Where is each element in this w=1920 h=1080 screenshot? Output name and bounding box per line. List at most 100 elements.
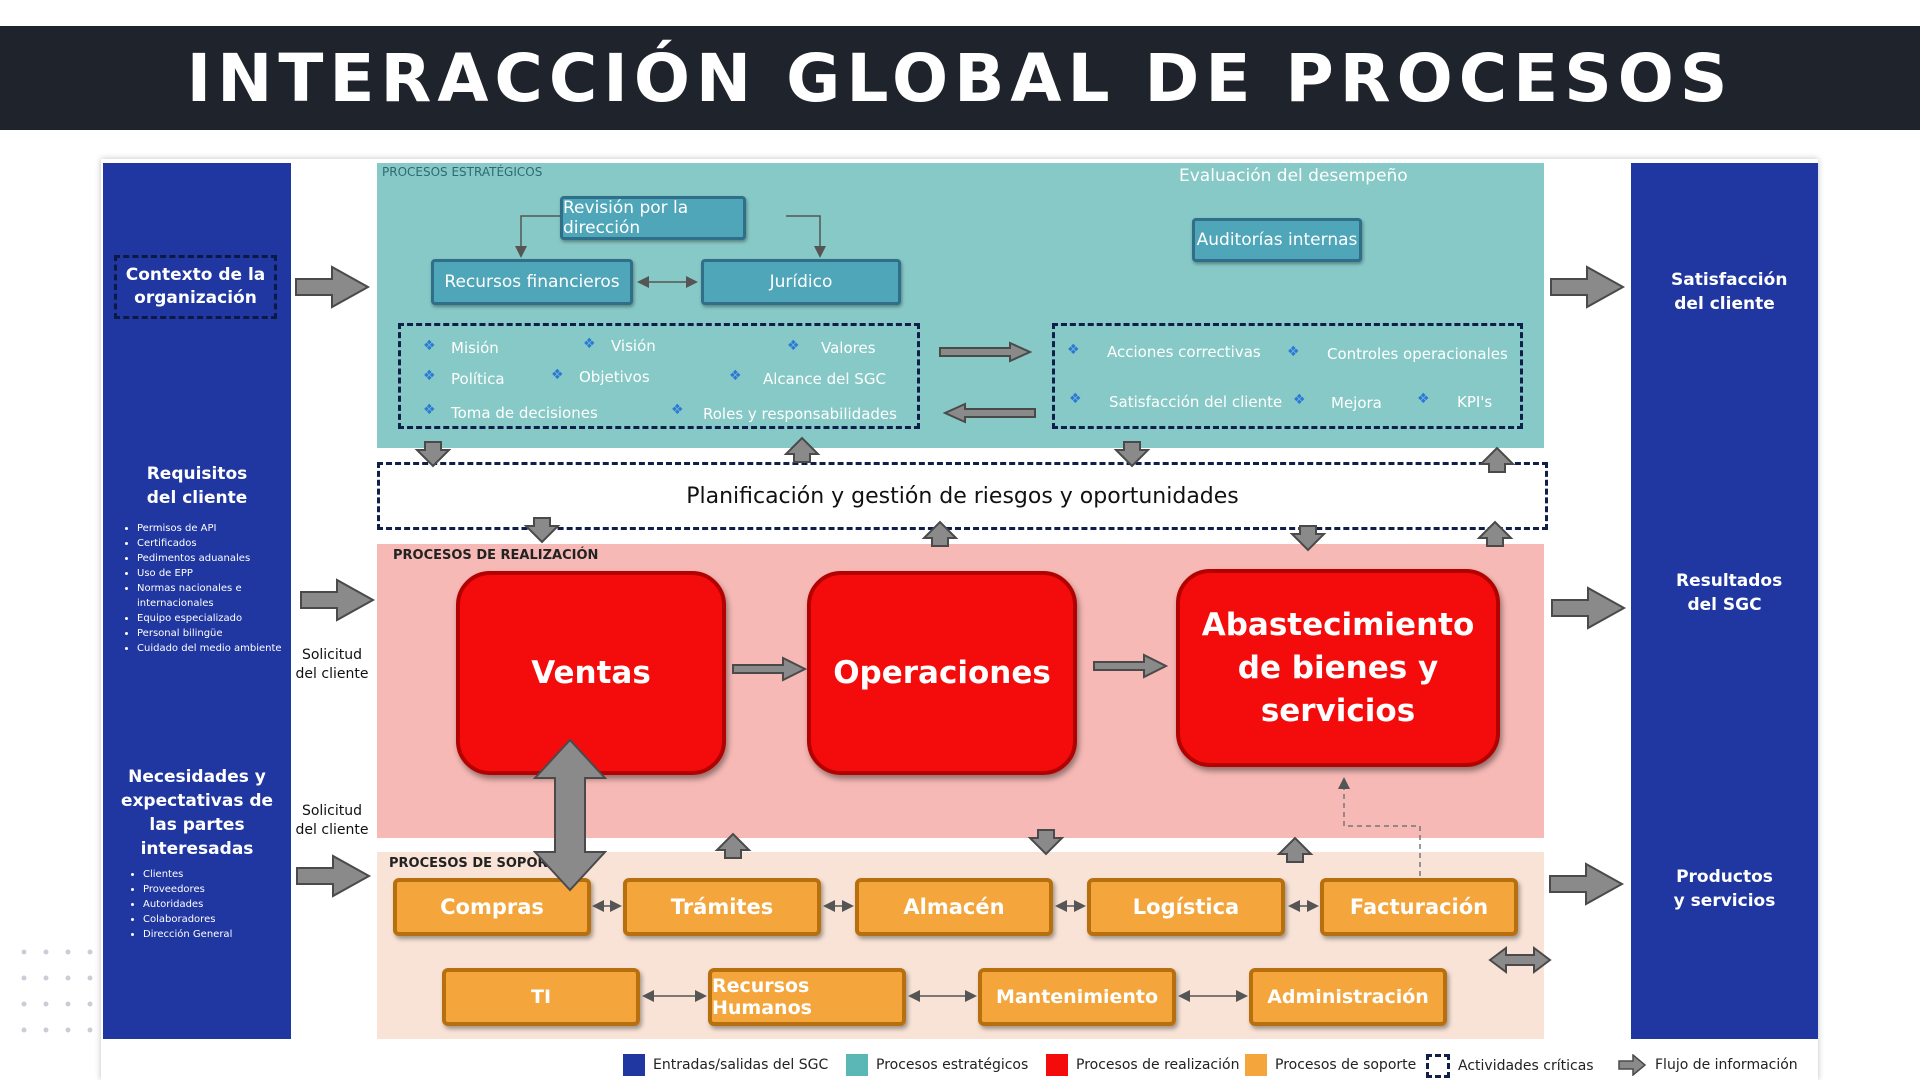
list-item: Autoridades [143,897,293,912]
connector-line [515,215,560,258]
necesidades-title: Necesidades y expectativas de las partes… [120,767,274,859]
diamond-icon: ❖ [423,338,436,354]
legend-item: Actividades críticas [1426,1054,1594,1078]
auditorias-button[interactable]: Auditorías internas [1192,218,1362,262]
legend-swatch [1046,1054,1068,1076]
legend-item: Procesos de realización [1046,1054,1239,1076]
arrow-up-icon [1478,446,1516,473]
diamond-icon: ❖ [1293,392,1306,408]
almacen-button[interactable]: Almacén [855,878,1053,936]
performance-item: Controles operacionales [1327,345,1508,363]
list-item: Personal bilingüe [137,626,287,641]
strategic-item: Alcance del SGC [763,370,886,388]
diamond-icon: ❖ [423,402,436,418]
outputs-column: Satisfacción del cliente Resultados del … [1631,163,1818,1039]
performance-items-box: ❖ Acciones correctivas ❖ Controles opera… [1052,323,1523,429]
facturacion-button[interactable]: Facturación [1320,878,1518,936]
diamond-icon: ❖ [1287,344,1300,360]
solicitud-label-2: Solicitud del cliente [295,803,369,838]
recursos-humanos-button[interactable]: Recursos Humanos [708,968,906,1026]
inputs-column: Contexto de la organización Requisitos d… [103,163,291,1039]
strategic-item: Visión [611,337,656,355]
administracion-button[interactable]: Administración [1249,968,1447,1026]
strategic-item: Roles y responsabilidades [703,405,897,423]
legend-item: Entradas/salidas del SGC [623,1054,828,1076]
performance-item: Mejora [1331,394,1382,412]
necesidades-list: Clientes Proveedores Autoridades Colabor… [119,867,293,942]
soporte-label: PROCESOS DE SOPORTE [389,856,565,871]
double-arrow-icon [532,738,608,892]
list-item: Permisos de API [137,521,287,536]
tramites-button[interactable]: Trámites [623,878,821,936]
arrow-right-icon [300,578,376,622]
arrow-right-icon [1618,1054,1647,1076]
abastecimiento-box[interactable]: Abastecimiento de bienes y servicios [1176,569,1500,767]
realizacion-label: PROCESOS DE REALIZACIÓN [393,548,599,563]
operaciones-box[interactable]: Operaciones [807,571,1077,775]
arrow-right-icon [1551,586,1627,630]
arrow-right-icon [732,656,808,682]
contexto-box: Contexto de la organización [114,255,277,319]
arrow-right-icon [295,265,371,309]
legend-label: Flujo de información [1655,1057,1798,1073]
arrow-down-icon [523,517,561,544]
list-item: Proveedores [143,882,293,897]
productos-label: Productos y servicios [1673,867,1776,911]
arrow-right-icon [1550,265,1626,309]
legend-swatch [1245,1054,1267,1076]
juridico-button[interactable]: Jurídico [701,259,901,305]
dots-decoration [21,949,93,1033]
performance-item: Acciones correctivas [1107,343,1261,361]
resultados-label: Resultados del SGC [1676,571,1783,615]
ti-button[interactable]: TI [442,968,640,1026]
solicitud-label-1: Solicitud del cliente [295,647,369,682]
list-item: Clientes [143,867,293,882]
legend-label: Entradas/salidas del SGC [653,1057,829,1073]
legend-label: Procesos estratégicos [876,1057,1029,1073]
list-item: Pedimentos aduanales [137,551,287,566]
recursos-financieros-button[interactable]: Recursos financieros [431,259,633,305]
title-banner: INTERACCIÓN GLOBAL DE PROCESOS [0,26,1920,130]
legend-item: Flujo de información [1617,1054,1798,1076]
double-arrow-icon [1488,946,1552,974]
diamond-icon: ❖ [729,368,742,384]
logistica-button[interactable]: Logística [1087,878,1285,936]
arrow-down-icon [1289,525,1327,552]
ventas-box[interactable]: Ventas [456,571,726,775]
dashed-connector [1338,777,1421,876]
legend-item: Procesos de soporte [1245,1054,1416,1076]
satisfaccion-label: Satisfacción del cliente [1671,270,1788,314]
arrow-up-icon [783,436,821,463]
connector-line [786,215,826,258]
revision-button[interactable]: Revisión por la dirección [560,196,746,240]
diamond-icon: ❖ [787,338,800,354]
requisitos-title: Requisitos del cliente [146,464,248,508]
diamond-icon: ❖ [671,402,684,418]
diamond-icon: ❖ [583,336,596,352]
arrow-right-icon [939,341,1033,363]
strategic-item: Toma de decisiones [451,404,598,422]
evaluacion-label: Evaluación del desempeño [1179,166,1408,186]
strategic-item: Valores [821,339,876,357]
page-title: INTERACCIÓN GLOBAL DE PROCESOS [186,39,1734,117]
legend-label: Actividades críticas [1458,1058,1594,1074]
arrow-up-icon [714,832,752,859]
mantenimiento-button[interactable]: Mantenimiento [978,968,1176,1026]
requisitos-list: Permisos de API Certificados Pedimentos … [113,521,287,656]
legend-swatch [846,1054,868,1076]
arrow-right-icon [1549,862,1625,906]
diamond-icon: ❖ [1417,391,1430,407]
strategic-item: Política [451,370,505,388]
diamond-icon: ❖ [423,368,436,384]
legend-item: Procesos estratégicos [846,1054,1028,1076]
arrow-right-icon [296,854,372,898]
performance-item: Satisfacción del cliente [1109,393,1283,411]
list-item: Dirección General [143,927,293,942]
arrow-down-icon [1027,829,1065,856]
estrategicos-label: PROCESOS ESTRATÉGICOS [382,165,543,179]
arrow-up-icon [1276,836,1314,863]
compras-button[interactable]: Compras [393,878,591,936]
diamond-icon: ❖ [1069,391,1082,407]
diamond-icon: ❖ [1067,342,1080,358]
legend-swatch [1426,1054,1450,1078]
